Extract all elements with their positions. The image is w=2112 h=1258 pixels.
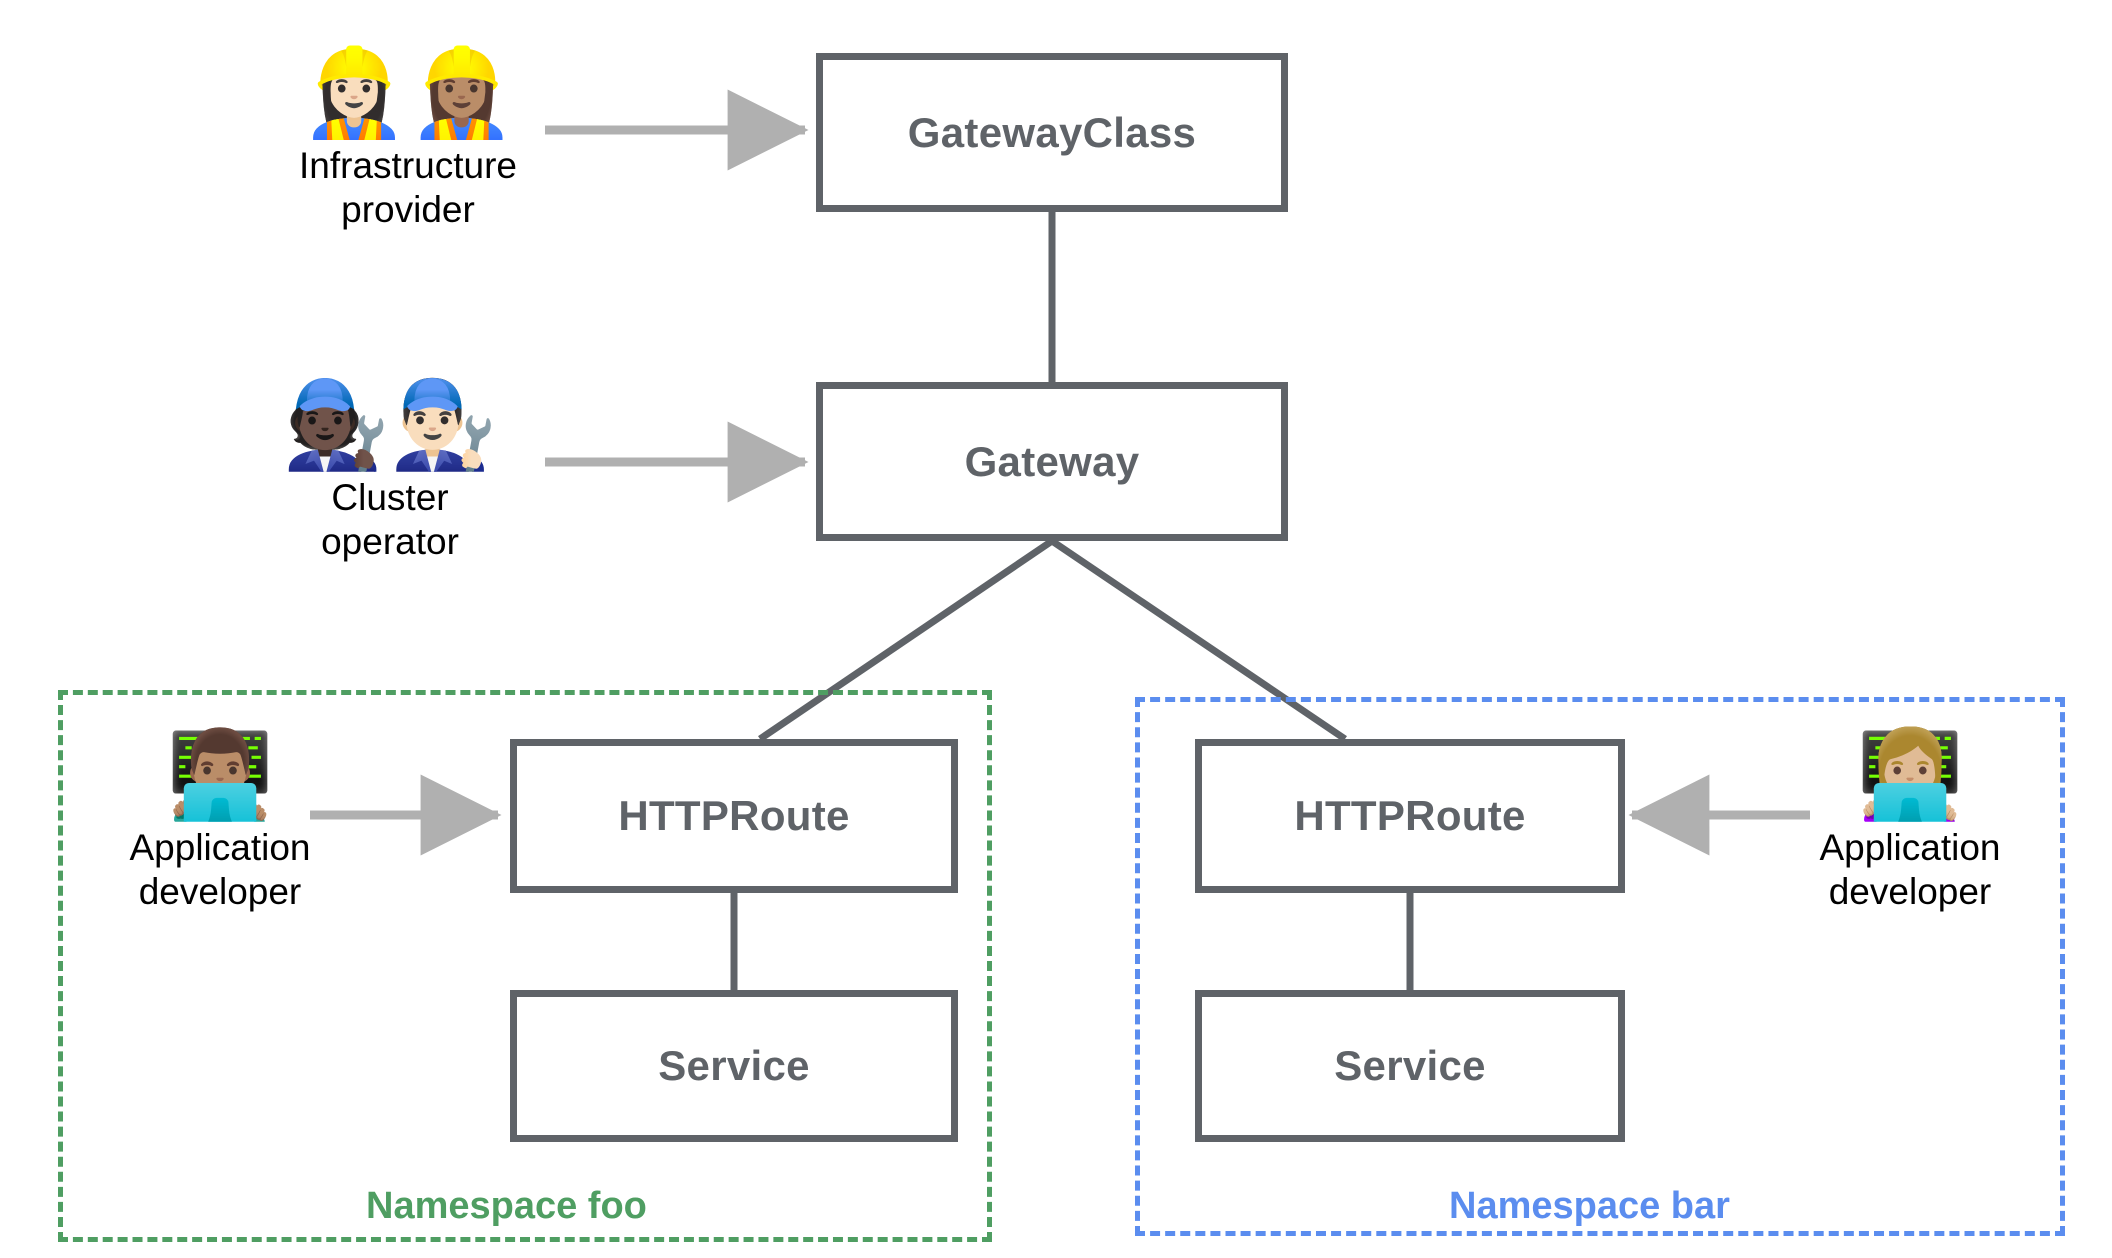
actor-infrastructure-provider-caption: Infrastructure provider — [299, 145, 517, 230]
namespace-foo-label: Namespace foo — [366, 1185, 647, 1227]
man-technologist-icon: 👨🏽‍💻 — [166, 725, 274, 825]
actor-application-developer-foo: 👨🏽‍💻 Application developer — [105, 730, 335, 914]
actor-cluster-operator: 🧑🏿‍🔧👨🏻‍🔧 Cluster operator — [250, 380, 530, 564]
node-gatewayclass-label: GatewayClass — [907, 108, 1197, 156]
namespace-bar-container — [1135, 697, 2065, 1236]
node-httproute-foo[interactable]: HTTPRoute — [510, 739, 958, 893]
node-gatewayclass[interactable]: GatewayClass — [816, 53, 1288, 212]
actor-application-developer-bar-caption: Application developer — [1819, 827, 2001, 912]
woman-technologist-icon: 👩🏼‍💻 — [1856, 725, 1964, 825]
construction-workers-icon: 👷🏻‍♀️👷🏽‍♀️ — [300, 43, 516, 143]
namespace-bar-label: Namespace bar — [1449, 1185, 1730, 1227]
node-httproute-foo-label: HTTPRoute — [618, 792, 850, 839]
node-service-bar[interactable]: Service — [1195, 990, 1625, 1142]
node-service-foo[interactable]: Service — [510, 990, 958, 1142]
node-service-foo-label: Service — [658, 1042, 810, 1089]
node-httproute-bar-label: HTTPRoute — [1294, 792, 1526, 839]
actor-application-developer-foo-caption: Application developer — [129, 827, 311, 912]
node-gateway[interactable]: Gateway — [816, 382, 1288, 541]
namespace-foo-container — [58, 690, 992, 1242]
actor-application-developer-bar: 👩🏼‍💻 Application developer — [1795, 730, 2025, 914]
mechanics-icon: 🧑🏿‍🔧👨🏻‍🔧 — [282, 375, 498, 475]
node-gateway-label: Gateway — [964, 437, 1140, 485]
actor-cluster-operator-caption: Cluster operator — [321, 477, 459, 562]
node-service-bar-label: Service — [1334, 1042, 1486, 1089]
actor-infrastructure-provider: 👷🏻‍♀️👷🏽‍♀️ Infrastructure provider — [268, 48, 548, 232]
node-httproute-bar[interactable]: HTTPRoute — [1195, 739, 1625, 893]
